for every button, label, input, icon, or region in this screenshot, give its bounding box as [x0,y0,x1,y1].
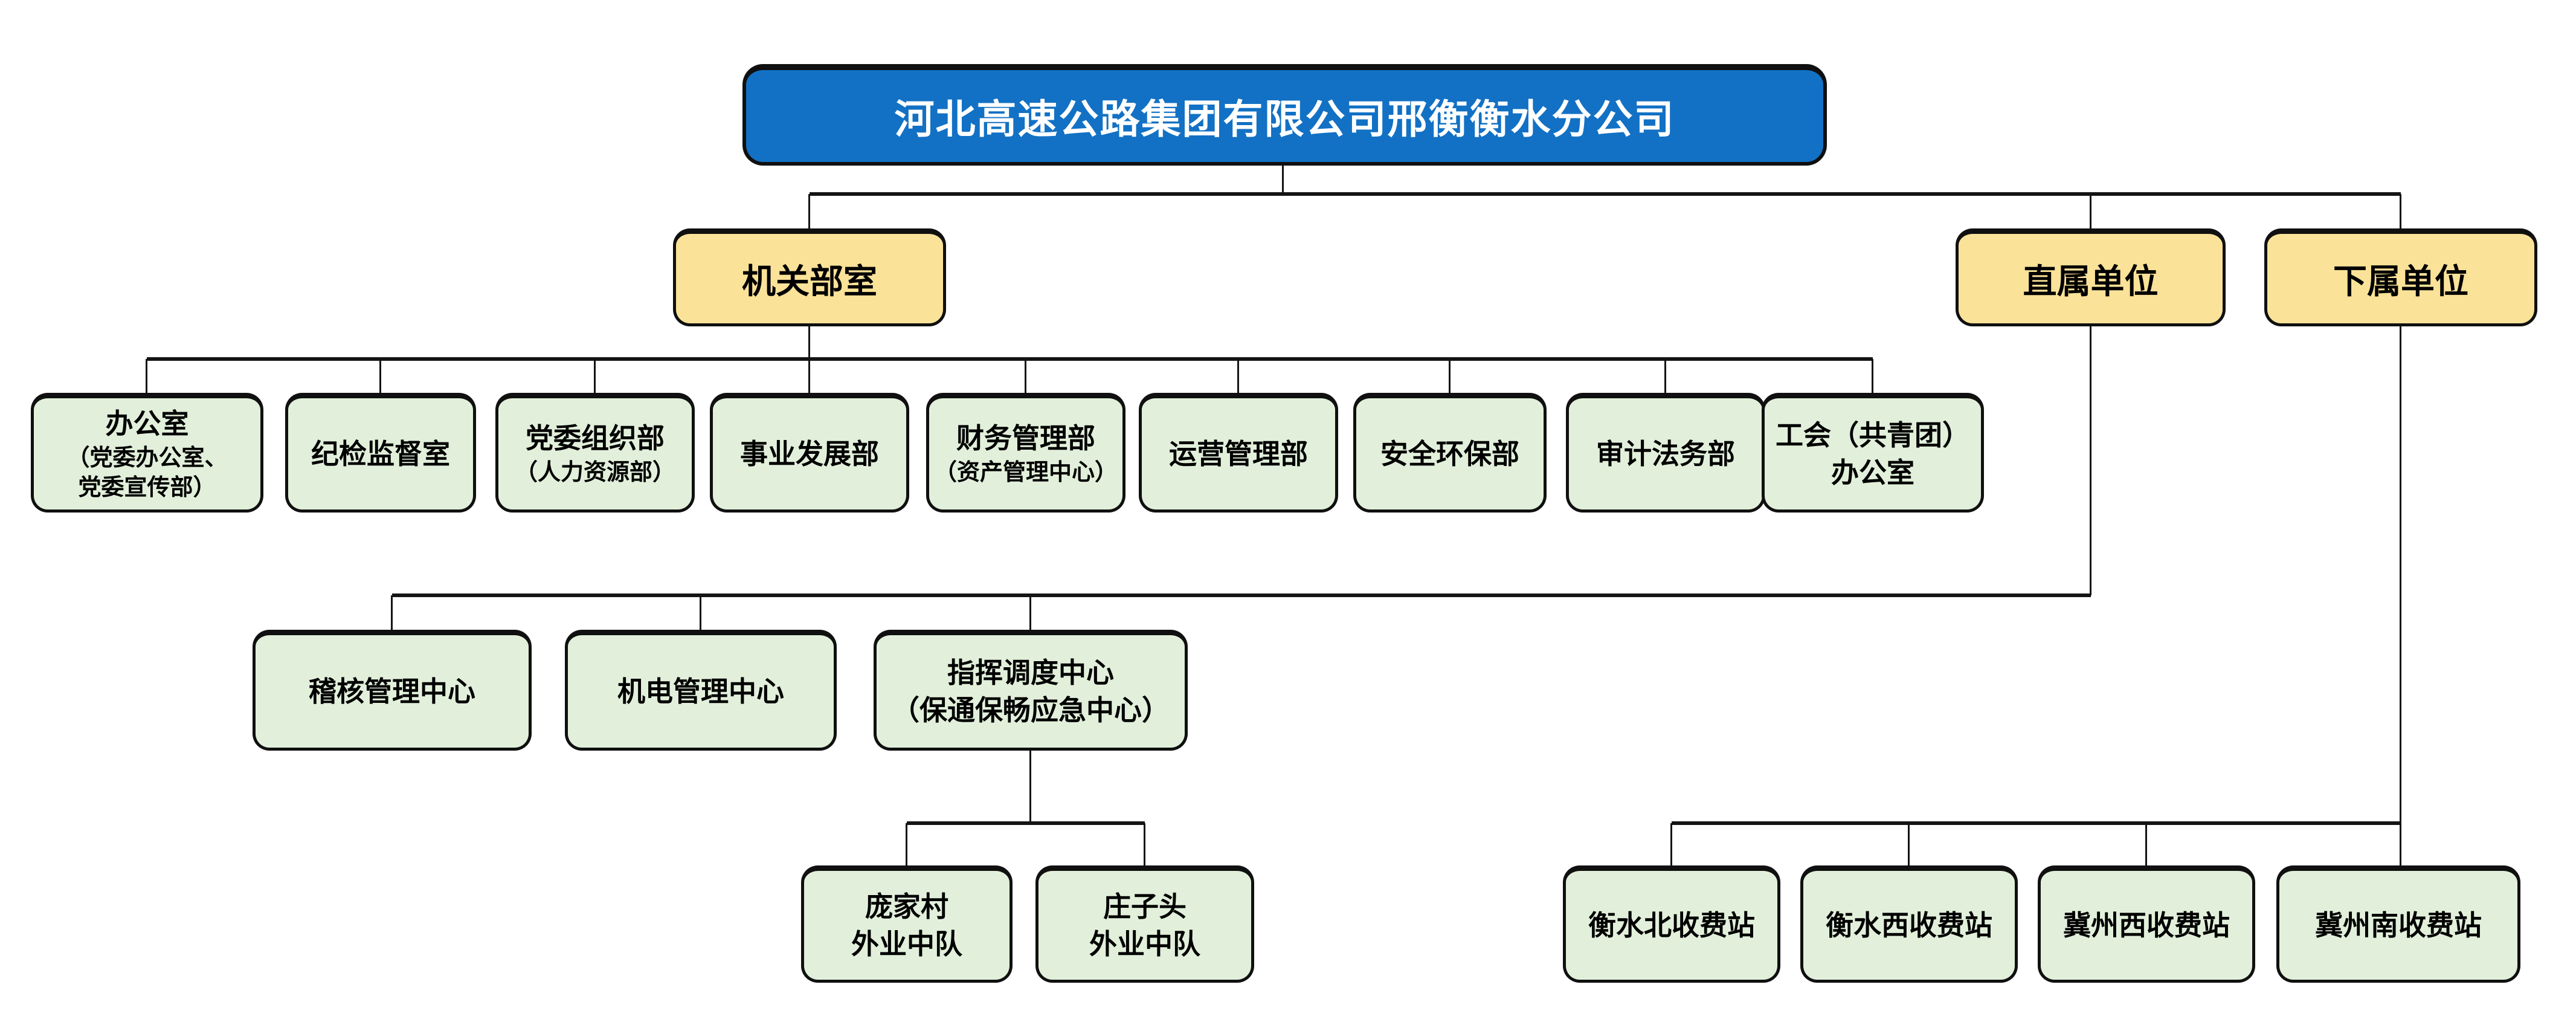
station-box-jizhou-west: 冀州西收费站 [2038,865,2255,983]
dept-box-discipline-inspection: 纪检监督室 [285,393,476,513]
dept-sublabel: （资产管理中心） [933,460,1118,486]
dept-box-safety-environment: 安全环保部 [1353,393,1547,513]
team-label: 庄子头 外业中队 [1089,890,1200,960]
station-label: 冀州西收费站 [2063,909,2230,941]
dept-sublabel: （人力资源部） [514,460,675,486]
connector-line [391,595,393,630]
connector-line [379,359,381,394]
dept-box-general-office: 办公室 （党委办公室、 党委宣传部） [31,393,263,513]
unit-box-command-dispatch-center: 指挥调度中心 （保通保畅应急中心） [874,630,1188,751]
unit-box-electromechanical-center: 机电管理中心 [565,630,837,751]
branch-box-direct-units: 直属单位 [1956,228,2226,326]
connector-line [392,593,2091,597]
dept-label: 办公室 [105,407,189,439]
branch-label: 直属单位 [2023,262,2159,300]
connector-line [1282,166,1284,194]
team-box-pangjiacun: 庞家村 外业中队 [801,865,1013,983]
team-box-zhuangzitou: 庄子头 外业中队 [1035,865,1254,983]
dept-box-party-organization: 党委组织部 （人力资源部） [495,393,695,513]
connector-line [808,194,810,228]
team-label: 庞家村 外业中队 [851,890,962,960]
root-company-box: 河北高速公路集团有限公司邢衡衡水分公司 [742,64,1827,166]
connector-line [2090,194,2091,231]
connector-line [1237,359,1239,394]
connector-line [1144,823,1145,865]
dept-box-audit-legal: 审计法务部 [1566,393,1765,513]
dept-box-labor-union-office: 工会（共青团） 办公室 [1762,393,1984,513]
connector-line [147,357,1873,361]
unit-label: 稽核管理中心 [309,675,475,707]
connector-line [1025,359,1026,394]
connector-line [2145,823,2147,865]
connector-line [1449,359,1451,394]
branch-label: 机关部室 [742,262,877,300]
connector-line [594,359,596,394]
dept-label: 纪检监督室 [311,438,450,470]
connector-line [2400,194,2401,231]
connector-line [808,326,810,359]
connector-line [1908,823,1910,865]
dept-label: 财务管理部 [956,422,1095,454]
dept-sublabel: （党委办公室、 党委宣传部） [66,445,228,501]
branch-box-agency-departments: 机关部室 [673,228,946,326]
dept-label: 运营管理部 [1169,438,1308,470]
connector-line [907,821,1145,825]
connector-line [700,595,701,630]
station-label: 冀州南收费站 [2315,909,2482,941]
branch-label: 下属单位 [2333,262,2468,300]
dept-label: 安全环保部 [1380,438,1519,470]
connector-line [808,359,810,394]
station-label: 衡水西收费站 [1826,909,1992,941]
dept-box-business-development: 事业发展部 [710,393,909,513]
connector-line [146,359,147,394]
connector-line [906,823,907,865]
connector-line [1670,823,1672,865]
dept-label: 审计法务部 [1596,438,1735,470]
unit-label: 指挥调度中心 （保通保畅应急中心） [892,656,1170,726]
unit-label: 机电管理中心 [617,675,784,707]
connector-line [1664,359,1666,394]
connector-line [1029,595,1031,630]
connector-line [2400,326,2401,865]
dept-label: 事业发展部 [740,438,879,470]
connector-line [1029,751,1031,823]
station-box-hengshui-west: 衡水西收费站 [1800,865,2018,983]
branch-box-subordinate-units: 下属单位 [2264,228,2537,326]
station-label: 衡水北收费站 [1588,909,1755,941]
unit-box-audit-management-center: 稽核管理中心 [253,630,532,751]
connector-line [2090,326,2091,595]
connector-line [1872,359,1873,394]
dept-box-finance-management: 财务管理部 （资产管理中心） [926,393,1125,513]
dept-box-operations-management: 运营管理部 [1139,393,1338,513]
root-company-label: 河北高速公路集团有限公司邢衡衡水分公司 [894,97,1675,141]
dept-label: 党委组织部 [526,422,665,454]
station-box-hengshui-north: 衡水北收费站 [1563,865,1780,983]
connector-line [810,192,2401,196]
dept-label: 工会（共青团） 办公室 [1776,419,1970,488]
connector-line [1672,821,2401,825]
station-box-jizhou-south: 冀州南收费站 [2276,865,2520,983]
